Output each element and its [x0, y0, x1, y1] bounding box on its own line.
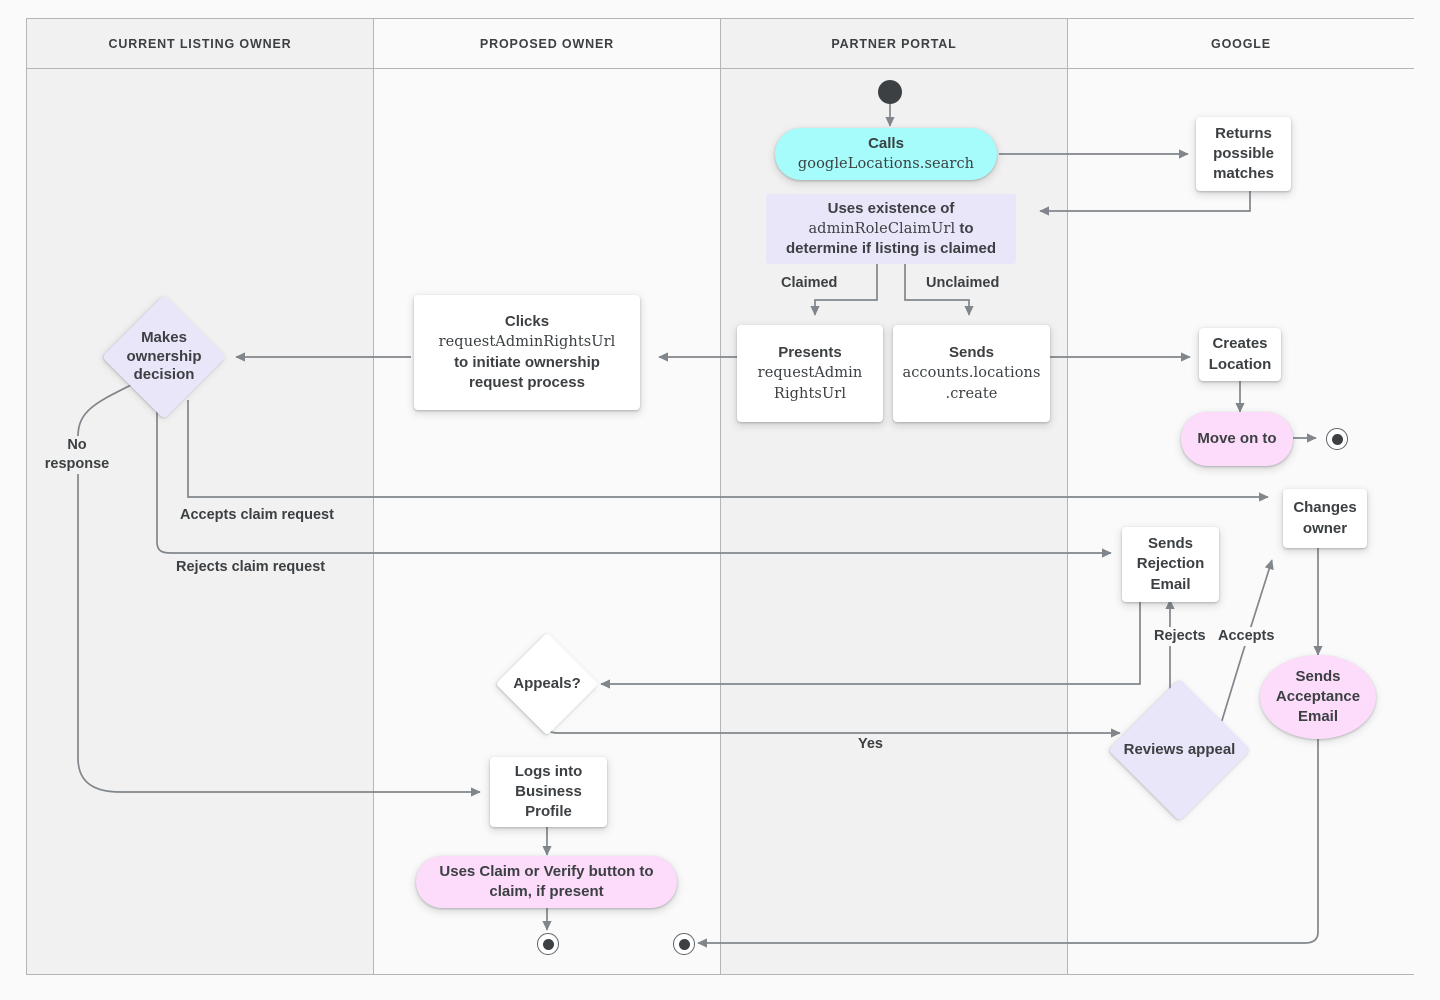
node-move-on-to[interactable]: Move on to [1181, 412, 1293, 466]
decision-reviews-appeal[interactable]: Reviews appeal [1108, 678, 1251, 822]
lane-header-label: CURRENT LISTING OWNER [108, 36, 292, 51]
node-line-3: to initiate ownership [454, 353, 600, 371]
edge-label-rejects: Rejects [1154, 627, 1206, 646]
node-text: Logs into Business Profile [514, 762, 583, 821]
end-node-google [1326, 428, 1348, 450]
node-clicks-request-admin-rights-url[interactable]: Clicks requestAdminRightsUrl to initiate… [414, 295, 640, 410]
decision-makes-ownership-decision[interactable]: Makes ownership decision [101, 294, 227, 420]
node-line-1: Clicks [504, 313, 550, 331]
edge-label-claimed: Claimed [781, 274, 838, 293]
edge-label-no-response: No response [40, 436, 114, 474]
edge-label-accepts: Accepts [1218, 627, 1275, 646]
node-calls-google-locations-search[interactable]: Calls googleLocations.search [775, 128, 997, 180]
node-line-2: adminRoleClaimUrl [808, 220, 956, 237]
node-changes-owner[interactable]: Changes owner [1283, 489, 1367, 548]
node-text: Uses existence of adminRoleClaimUrl to d… [780, 199, 1002, 260]
start-node-partner-portal [878, 80, 902, 104]
node-text: Sends Acceptance Email [1275, 667, 1361, 726]
node-line-3: RightsUrl [773, 385, 847, 402]
decision-label: Makes ownership decision [126, 329, 202, 384]
end-node-partner-portal-bottom [673, 933, 695, 955]
node-text: Uses Claim or Verify button to claim, if… [439, 862, 654, 900]
end-node-proposed-owner [537, 933, 559, 955]
node-logs-into-business-profile[interactable]: Logs into Business Profile [490, 757, 607, 827]
node-text: Sends accounts.locations .create [898, 343, 1044, 404]
edge-label-rejects-claim-request: Rejects claim request [176, 558, 326, 577]
lane-header-label: PROPOSED OWNER [479, 36, 615, 51]
node-text: Move on to [1197, 429, 1277, 447]
node-text: Presents requestAdmin RightsUrl [748, 343, 873, 404]
node-line-2: requestAdminRightsUrl [438, 334, 616, 351]
node-presents-request-admin-rights-url[interactable]: Presents requestAdmin RightsUrl [737, 325, 883, 422]
node-text: Sends Rejection Email [1136, 535, 1205, 593]
edge-label-accepts-claim-request: Accepts claim request [180, 506, 334, 525]
node-text: Returns possible matches [1213, 124, 1274, 183]
node-line-1: Calls [868, 134, 904, 152]
edge-label-yes: Yes [858, 735, 883, 754]
decision-appeals[interactable]: Appeals? [495, 632, 599, 736]
lane-header-current-listing-owner: CURRENT LISTING OWNER [27, 19, 374, 69]
node-returns-possible-matches[interactable]: Returns possible matches [1196, 117, 1291, 191]
node-text: Changes owner [1293, 499, 1357, 537]
lane-header-label: PARTNER PORTAL [831, 36, 957, 51]
lane-header-google: GOOGLE [1068, 19, 1414, 69]
node-line-3: .create [945, 385, 998, 402]
node-line-4: request process [469, 373, 585, 391]
decision-label: Appeals? [513, 674, 581, 692]
node-uses-claim-or-verify-button[interactable]: Uses Claim or Verify button to claim, if… [416, 856, 677, 908]
lane-header-partner-portal: PARTNER PORTAL [721, 19, 1068, 69]
node-sends-rejection-email[interactable]: Sends Rejection Email [1122, 527, 1219, 602]
node-text: Creates Location [1208, 335, 1272, 373]
node-sends-acceptance-email[interactable]: Sends Acceptance Email [1260, 655, 1376, 739]
node-text: Clicks requestAdminRightsUrl to initiate… [429, 312, 626, 393]
node-uses-existence-of-admin-role-claim-url[interactable]: Uses existence of adminRoleClaimUrl to d… [766, 194, 1016, 264]
node-creates-location[interactable]: Creates Location [1199, 328, 1281, 381]
node-line-3: to [955, 219, 974, 237]
node-line-2: accounts.locations [902, 365, 1041, 382]
node-line-2: googleLocations.search [797, 155, 975, 172]
lane-header-label: GOOGLE [1211, 36, 1271, 51]
node-line-1: Uses existence of [827, 199, 955, 217]
node-line-2: requestAdmin [757, 365, 863, 382]
lane-body-proposed-owner [374, 69, 721, 974]
lane-header-proposed-owner: PROPOSED OWNER [374, 19, 721, 69]
node-line-4: determine if listing is claimed [785, 240, 997, 258]
node-line-1: Sends [948, 344, 994, 362]
decision-label: Reviews appeal [1123, 740, 1236, 758]
node-text: Calls googleLocations.search [788, 134, 984, 175]
node-sends-accounts-locations-create[interactable]: Sends accounts.locations .create [893, 325, 1050, 422]
node-line-1: Presents [778, 344, 842, 362]
edge-label-unclaimed: Unclaimed [926, 274, 1000, 293]
